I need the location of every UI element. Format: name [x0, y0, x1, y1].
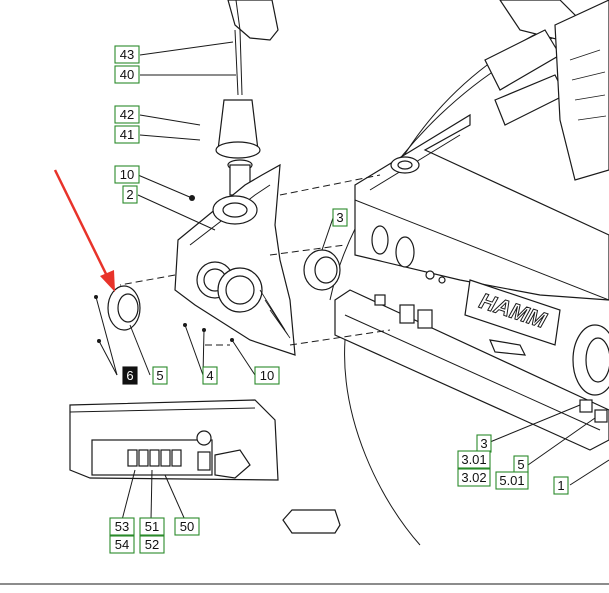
dashboard-cover: [174, 163, 296, 356]
callout-label: 3.01: [461, 452, 486, 467]
red-pointer-arrow: [53, 169, 115, 292]
callout-c10a: 10: [114, 165, 140, 184]
callout-label: 5.01: [499, 473, 524, 488]
callout-label: 51: [145, 519, 159, 534]
callout-c41: 41: [114, 125, 140, 144]
callout-label: 6: [126, 368, 133, 383]
callout-c501: 5.01: [495, 471, 529, 490]
callout-c10b: 10: [254, 366, 280, 385]
assembly-lines: [119, 174, 391, 346]
callout-label: 2: [126, 187, 133, 202]
control-box: [69, 399, 279, 481]
callout-c1: 1: [553, 476, 569, 495]
callout-label: 3: [336, 210, 343, 225]
callout-c5b: 5: [513, 455, 529, 474]
callout-c5a: 5: [152, 366, 168, 385]
callout-c43: 43: [114, 45, 140, 64]
callout-c302: 3.02: [457, 468, 491, 487]
callout-label: 41: [120, 127, 134, 142]
callout-c301: 3.01: [457, 450, 491, 469]
callout-label: 10: [260, 368, 274, 383]
callout-label: 10: [120, 167, 134, 182]
mirror-assembly: [215, 0, 279, 196]
callout-c40: 40: [114, 65, 140, 84]
callout-label: 3.02: [461, 470, 486, 485]
machine-body: HAMM: [329, 0, 609, 546]
callout-c50: 50: [174, 517, 200, 536]
direction-decal: [282, 509, 341, 534]
callout-label: 1: [557, 478, 564, 493]
callout-c54: 54: [109, 535, 135, 554]
callout-c6: 6: [122, 366, 138, 385]
callout-c53: 53: [109, 517, 135, 536]
callout-label: 52: [145, 537, 159, 552]
callout-c51: 51: [139, 517, 165, 536]
callout-c2: 2: [122, 185, 138, 204]
callout-c52: 52: [139, 535, 165, 554]
callout-label: 54: [115, 537, 129, 552]
callout-label: 5: [156, 368, 163, 383]
leader-lines: [95, 41, 609, 521]
callout-label: 4: [206, 368, 213, 383]
callout-c4: 4: [202, 366, 218, 385]
gauge-cap-right: [303, 249, 341, 291]
callout-label: 5: [517, 457, 524, 472]
callout-label: 3: [480, 436, 487, 451]
callout-label: 42: [120, 107, 134, 122]
callout-label: 53: [115, 519, 129, 534]
callout-label: 40: [120, 67, 134, 82]
callout-label: 50: [180, 519, 194, 534]
callout-c3a: 3: [332, 208, 348, 227]
callout-c42: 42: [114, 105, 140, 124]
callout-c3b: 3: [476, 434, 492, 453]
callout-label: 43: [120, 47, 134, 62]
